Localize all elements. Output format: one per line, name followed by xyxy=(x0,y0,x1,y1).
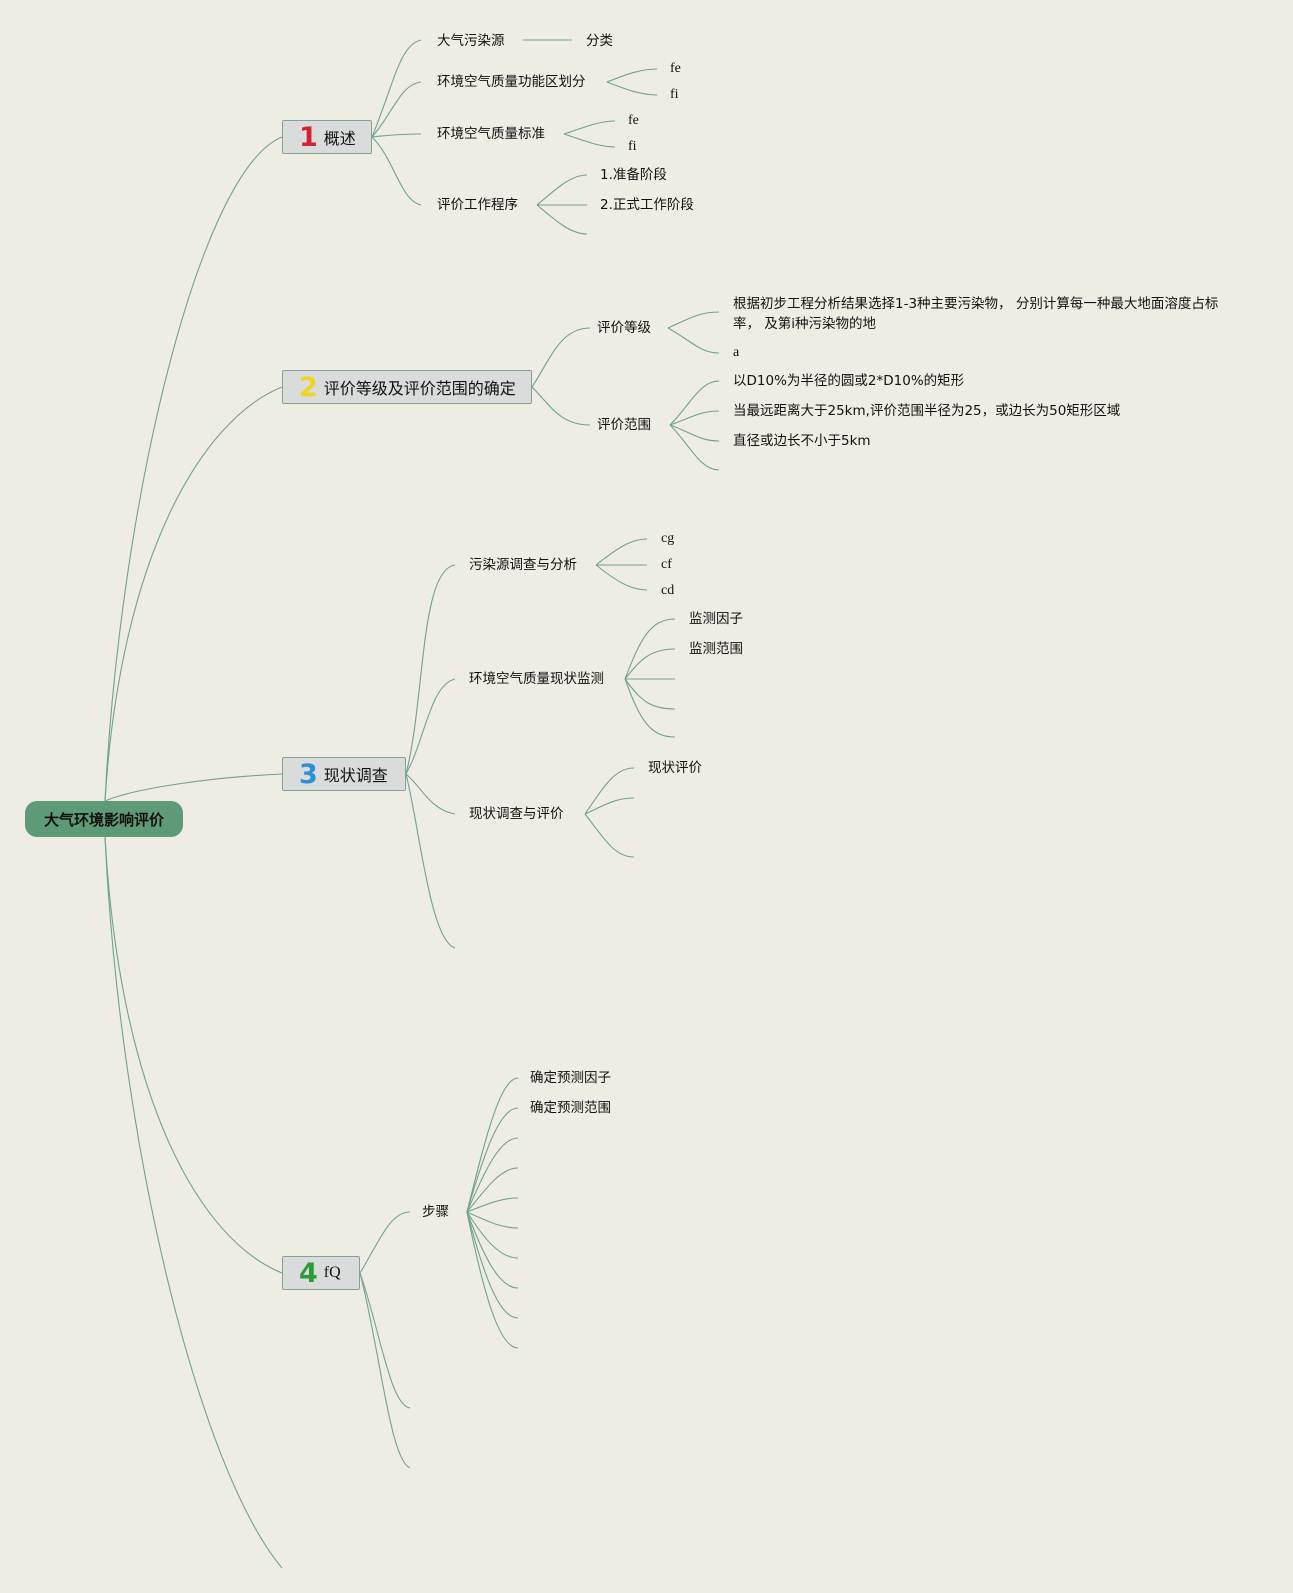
node-survey-cg[interactable]: cg xyxy=(661,531,675,546)
topic-label-grade-range: 评价等级及评价范围的确定 xyxy=(323,379,516,398)
root-node[interactable]: 大气环境影响评价 xyxy=(25,801,183,837)
node-survey-cd[interactable]: cd xyxy=(661,583,675,598)
node-evaluation-range[interactable]: 评价范围 xyxy=(597,417,651,433)
topic-number-3: 3 xyxy=(299,758,318,790)
node-status-evaluation[interactable]: 现状评价 xyxy=(648,760,702,776)
node-status-survey[interactable]: 现状调查与评价 xyxy=(469,806,564,822)
node-standard-fe[interactable]: fe xyxy=(628,113,639,128)
node-formal-stage[interactable]: 2.正式工作阶段 xyxy=(600,197,694,213)
topic-forecast[interactable]: 4 fQ xyxy=(282,1256,360,1290)
node-level-a[interactable]: a xyxy=(733,345,740,360)
node-range-circle[interactable]: 以D10%为半径的圆或2*D10%的矩形 xyxy=(733,373,965,389)
topic-label-overview: 概述 xyxy=(323,129,356,148)
topic-overview[interactable]: 1 概述 xyxy=(282,120,372,154)
node-quality-monitoring[interactable]: 环境空气质量现状监测 xyxy=(469,671,604,687)
node-forecast-factor[interactable]: 确定预测因子 xyxy=(530,1070,611,1086)
topic-number-4: 4 xyxy=(299,1257,318,1289)
root-label: 大气环境影响评价 xyxy=(43,810,164,829)
topic-number-1: 1 xyxy=(299,121,318,153)
node-quality-standard[interactable]: 环境空气质量标准 xyxy=(437,126,545,142)
node-preparation-stage[interactable]: 1.准备阶段 xyxy=(600,167,667,183)
topic-label-survey: 现状调查 xyxy=(323,766,388,785)
node-monitoring-range[interactable]: 监测范围 xyxy=(689,641,743,657)
node-work-procedure[interactable]: 评价工作程序 xyxy=(437,197,518,213)
node-evaluation-level[interactable]: 评价等级 xyxy=(597,320,651,336)
node-function-zoning[interactable]: 环境空气质量功能区划分 xyxy=(437,74,586,90)
topic-label-forecast: fQ xyxy=(323,1264,341,1281)
topic-survey[interactable]: 3 现状调查 xyxy=(282,757,406,791)
node-steps[interactable]: 步骤 xyxy=(422,1204,449,1220)
node-pollution-survey[interactable]: 污染源调查与分析 xyxy=(469,557,577,573)
node-zoning-fe[interactable]: fe xyxy=(670,61,681,76)
node-classification[interactable]: 分类 xyxy=(586,33,613,49)
node-level-description[interactable]: 根据初步工程分析结果选择1-3种主要污染物， 分别计算每一种最大地面溶度占标率，… xyxy=(733,296,1219,332)
node-survey-cf[interactable]: cf xyxy=(661,557,672,572)
node-monitoring-factor[interactable]: 监测因子 xyxy=(689,611,743,627)
node-standard-fi[interactable]: fi xyxy=(628,139,637,154)
node-forecast-range[interactable]: 确定预测范围 xyxy=(530,1100,611,1116)
topic-grade-range[interactable]: 2 评价等级及评价范围的确定 xyxy=(282,370,532,404)
node-range-25km[interactable]: 当最远距离大于25km,评价范围半径为25，或边长为50矩形区域 xyxy=(733,403,1121,419)
topic-number-2: 2 xyxy=(299,371,318,403)
node-zoning-fi[interactable]: fi xyxy=(670,87,679,102)
node-air-pollution-source[interactable]: 大气污染源 xyxy=(437,33,505,49)
node-range-5km[interactable]: 直径或边长不小于5km xyxy=(733,433,871,449)
